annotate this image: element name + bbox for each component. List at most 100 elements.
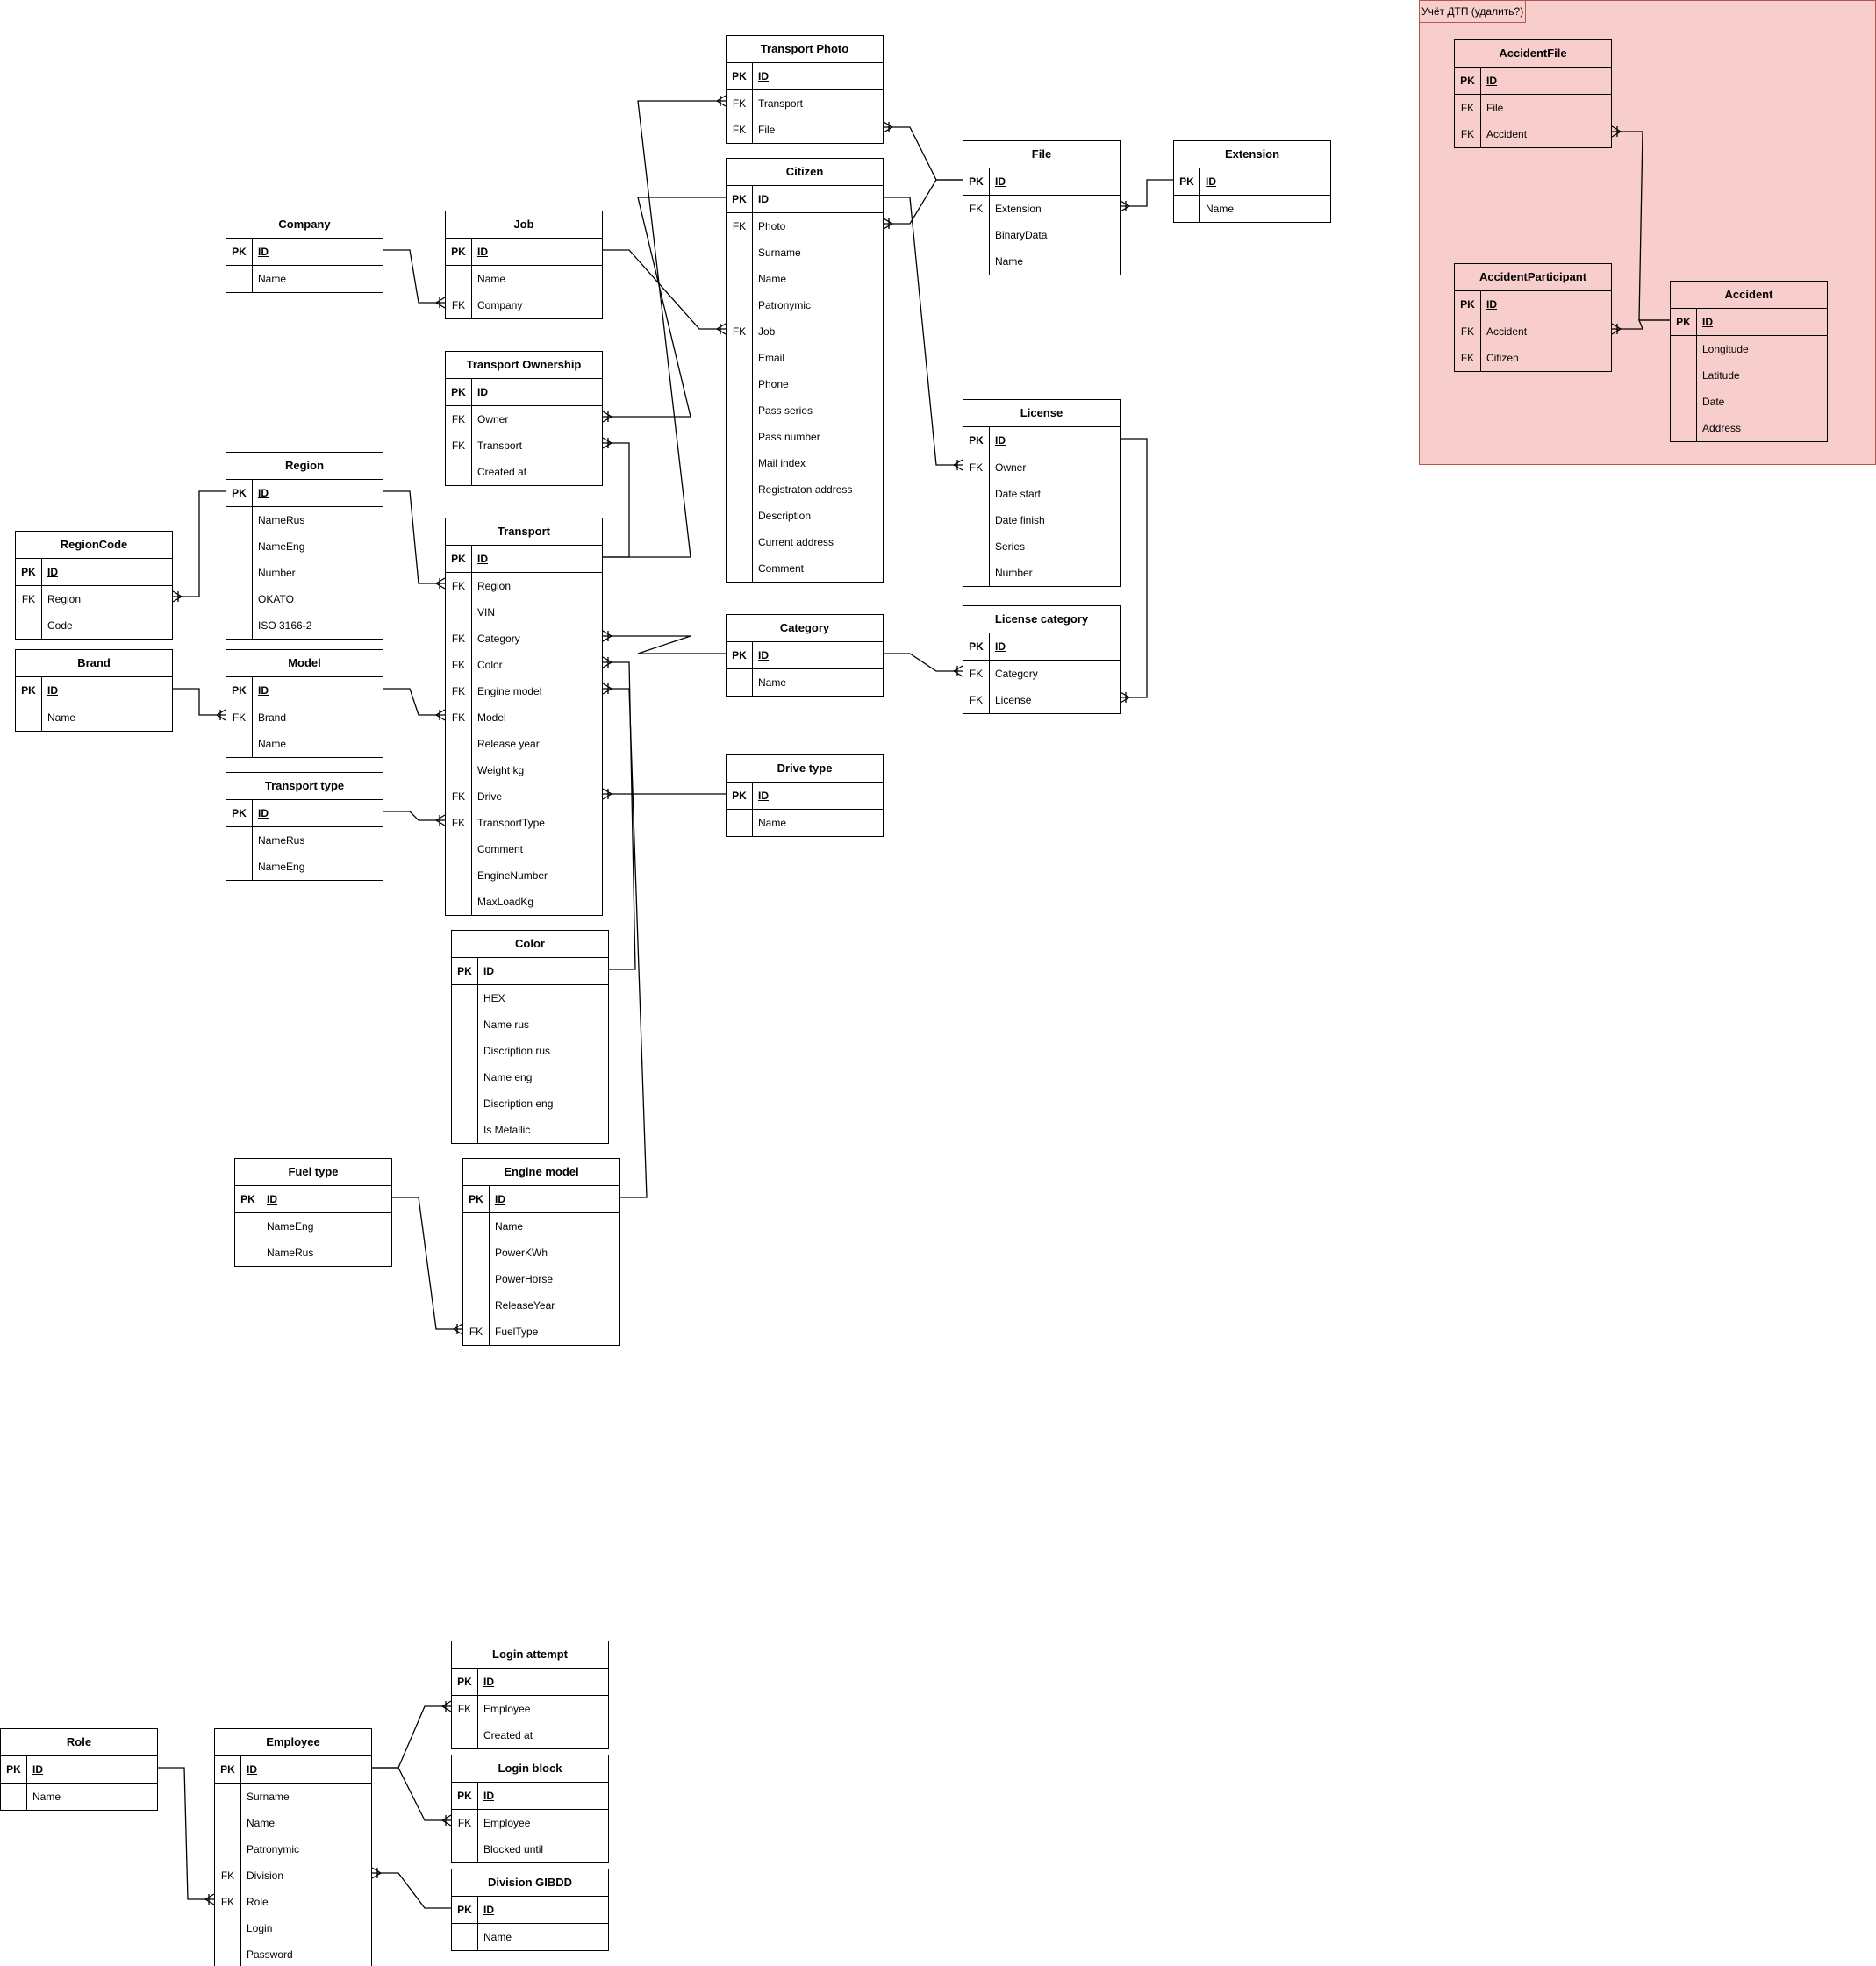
field-row-name[interactable]: Name xyxy=(1174,196,1330,222)
field-row-name[interactable]: Name xyxy=(727,810,883,836)
field-row-code[interactable]: Code xyxy=(16,612,172,639)
field-row-comment[interactable]: Comment xyxy=(727,555,883,582)
field-row-surname[interactable]: Surname xyxy=(215,1784,371,1810)
field-row-name-eng[interactable]: Name eng xyxy=(452,1064,608,1090)
field-row-maxloadkg[interactable]: MaxLoadKg xyxy=(446,889,602,915)
field-row-series[interactable]: Series xyxy=(963,533,1120,560)
field-row-nameeng[interactable]: NameEng xyxy=(235,1213,391,1240)
field-row-login[interactable]: Login xyxy=(215,1915,371,1941)
field-row-phone[interactable]: Phone xyxy=(727,371,883,397)
field-row-name[interactable]: Name xyxy=(452,1924,608,1950)
field-row-namerus[interactable]: NameRus xyxy=(235,1240,391,1266)
field-row-name[interactable]: Name xyxy=(463,1213,619,1240)
field-row-hex[interactable]: HEX xyxy=(452,985,608,1012)
field-row-created-at[interactable]: Created at xyxy=(452,1722,608,1748)
field-row-vin[interactable]: VIN xyxy=(446,599,602,626)
field-row-name[interactable]: Name xyxy=(963,248,1120,275)
field-row-date-finish[interactable]: Date finish xyxy=(963,507,1120,533)
field-row-powerhorse[interactable]: PowerHorse xyxy=(463,1266,619,1292)
field-row-name[interactable]: Name xyxy=(446,266,602,292)
field-row-weight-kg[interactable]: Weight kg xyxy=(446,757,602,783)
field-row-password[interactable]: Password xyxy=(215,1941,371,1966)
field-row-release-year[interactable]: Release year xyxy=(446,731,602,757)
field-row-binarydata[interactable]: BinaryData xyxy=(963,222,1120,248)
field-row-patronymic[interactable]: Patronymic xyxy=(215,1836,371,1862)
field-row-enginenumber[interactable]: EngineNumber xyxy=(446,862,602,889)
field-row-number[interactable]: Number xyxy=(226,560,383,586)
field-row-namerus[interactable]: NameRus xyxy=(226,827,383,854)
field-row-discription-rus[interactable]: Discription rus xyxy=(452,1038,608,1064)
field-row-name-rus[interactable]: Name rus xyxy=(452,1012,608,1038)
field-row-releaseyear[interactable]: ReleaseYear xyxy=(463,1292,619,1319)
field-row-mail-index[interactable]: Mail index xyxy=(727,450,883,476)
field-row-iso-3166-2[interactable]: ISO 3166-2 xyxy=(226,612,383,639)
field-row-pass-number[interactable]: Pass number xyxy=(727,424,883,450)
field-row-name[interactable]: Name xyxy=(226,266,383,292)
field-row-name[interactable]: Name xyxy=(1,1784,157,1810)
field-row-address[interactable]: Address xyxy=(1671,415,1827,441)
field-row-email[interactable]: Email xyxy=(727,345,883,371)
field-row-is-metallic[interactable]: Is Metallic xyxy=(452,1117,608,1143)
field-row-name[interactable]: Name xyxy=(727,266,883,292)
field-row-date[interactable]: Date xyxy=(1671,389,1827,415)
field-row-nameeng[interactable]: NameEng xyxy=(226,854,383,880)
field-row-description[interactable]: Description xyxy=(727,503,883,529)
